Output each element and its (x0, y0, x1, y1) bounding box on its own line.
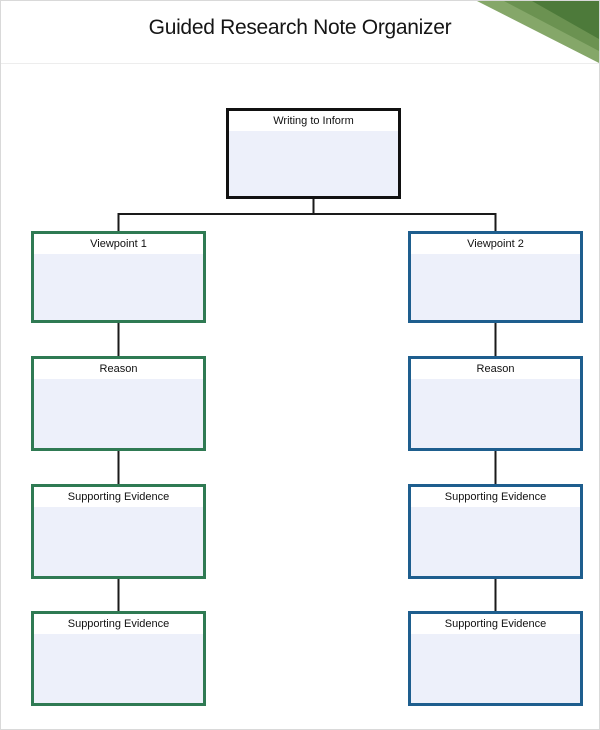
node-writing-area (34, 507, 203, 576)
node-writing-area (229, 131, 398, 196)
node-viewpoint-1: Viewpoint 1 (31, 231, 206, 323)
page-title: Guided Research Note Organizer (148, 16, 452, 39)
header: Guided Research Note Organizer (1, 1, 599, 64)
node-supporting-evidence-right-1: Supporting Evidence (408, 484, 583, 579)
node-label: Viewpoint 1 (34, 234, 203, 254)
node-label: Supporting Evidence (34, 614, 203, 634)
node-writing-area (411, 507, 580, 576)
node-supporting-evidence-left-2: Supporting Evidence (31, 611, 206, 706)
node-label: Writing to Inform (229, 111, 398, 131)
node-writing-area (411, 254, 580, 320)
corner-ribbon-layer-dark (532, 1, 599, 39)
node-writing-area (411, 379, 580, 448)
corner-ribbon-icon (477, 1, 599, 63)
node-writing-area (34, 379, 203, 448)
node-writing-to-inform: Writing to Inform (226, 108, 401, 199)
node-writing-area (411, 634, 580, 703)
node-label: Reason (411, 359, 580, 379)
node-reason-left: Reason (31, 356, 206, 451)
node-label: Supporting Evidence (34, 487, 203, 507)
node-label: Reason (34, 359, 203, 379)
node-label: Supporting Evidence (411, 614, 580, 634)
node-writing-area (34, 634, 203, 703)
node-viewpoint-2: Viewpoint 2 (408, 231, 583, 323)
node-supporting-evidence-left-1: Supporting Evidence (31, 484, 206, 579)
node-reason-right: Reason (408, 356, 583, 451)
node-label: Supporting Evidence (411, 487, 580, 507)
node-supporting-evidence-right-2: Supporting Evidence (408, 611, 583, 706)
node-label: Viewpoint 2 (411, 234, 580, 254)
node-writing-area (34, 254, 203, 320)
